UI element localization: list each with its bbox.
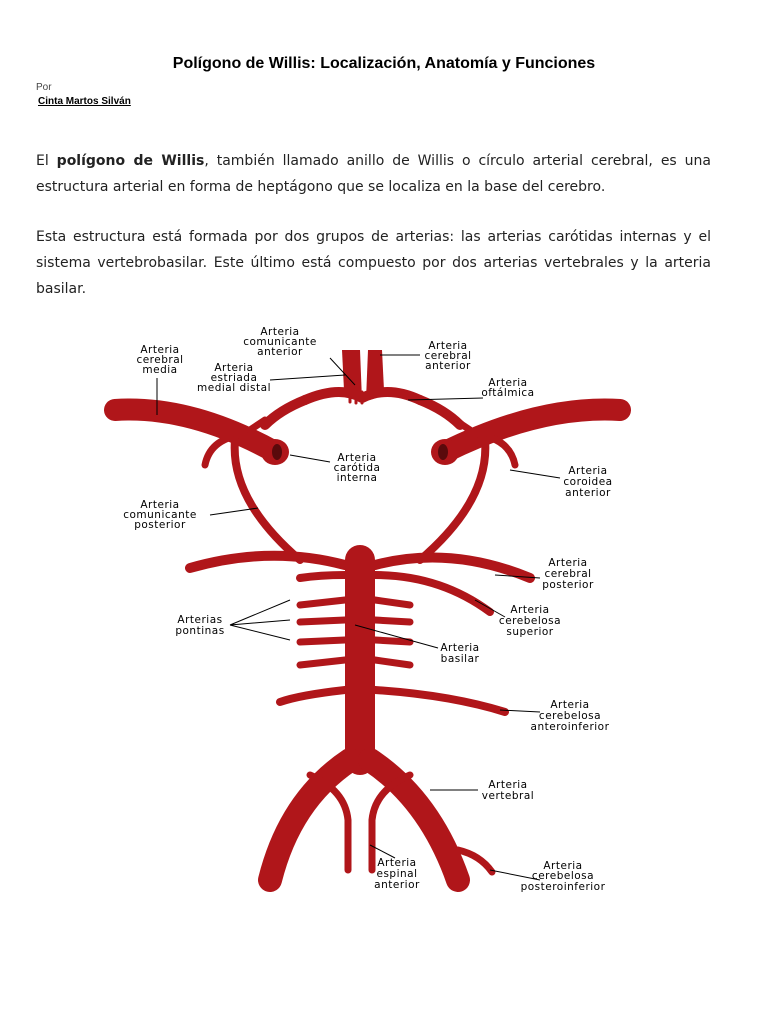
artery-drawing xyxy=(104,350,631,892)
article-title: Polígono de Willis: Localización, Anatom… xyxy=(172,55,596,72)
intro-bold-term: polígono de Willis xyxy=(56,153,205,169)
intro-paragraph: El polígono de Willis, también llamado a… xyxy=(36,148,711,200)
label-lines xyxy=(156,354,561,881)
structure-paragraph: Esta estructura está formada por dos gru… xyxy=(36,229,711,297)
intro-lead: El xyxy=(36,153,57,169)
intro-rest: , también llamado anillo de Willis o cír… xyxy=(36,153,711,195)
by-label: Por xyxy=(36,82,52,93)
author-link[interactable]: Cinta Martos Silván xyxy=(38,96,131,107)
